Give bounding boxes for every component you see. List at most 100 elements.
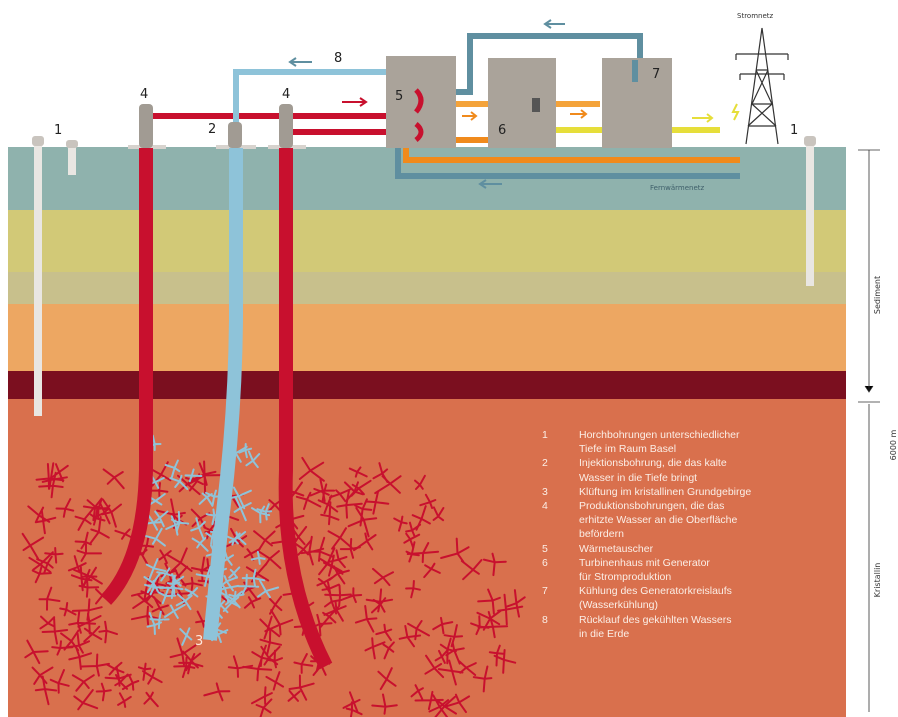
fracture-mark (185, 473, 204, 492)
fracture-mark (256, 503, 273, 521)
fracture-mark (293, 540, 312, 556)
injection-well (203, 122, 256, 641)
fracture-mark (329, 488, 351, 503)
fracture-mark (348, 466, 368, 478)
fracture-mark (300, 535, 325, 566)
fracture-mark (237, 573, 260, 595)
fracture-mark (295, 491, 322, 510)
fracture-mark (182, 576, 203, 591)
fracture-mark (200, 558, 217, 576)
fracture-mark (89, 516, 110, 545)
flow-arrow-icon (692, 113, 714, 123)
label-fernwaermenetz: Fernwärmenetz (650, 184, 705, 192)
fracture-mark (28, 551, 54, 573)
fracture-mark (225, 486, 252, 510)
fracture-mark (49, 669, 70, 694)
fracture-mark (419, 493, 437, 509)
fracture-mark (170, 510, 190, 532)
fracture-mark (68, 646, 92, 670)
fracture-mark (257, 550, 282, 570)
fracture-mark (250, 550, 266, 565)
fracture-mark (104, 666, 132, 687)
fracture-mark (132, 590, 156, 610)
fracture-mark (328, 549, 348, 569)
fracture-mark (403, 532, 421, 549)
fracture-mark (251, 505, 271, 524)
fracture-mark (382, 641, 395, 660)
fracture-mark (268, 595, 283, 615)
fracture-mark (177, 474, 201, 496)
fracture-mark (145, 461, 172, 487)
fracture-mark (51, 463, 69, 483)
fracture-mark (327, 527, 353, 550)
fracture-mark (35, 509, 57, 535)
cooling-pipe-stub (632, 60, 638, 82)
callout-1-right: 1 (790, 123, 798, 138)
fracture-mark (179, 627, 193, 646)
fracture-mark (470, 615, 490, 636)
flow-arrow-icon (570, 109, 588, 119)
fracture-mark (41, 617, 69, 645)
callout-8: 8 (334, 51, 342, 66)
fracture-mark (38, 471, 64, 499)
fracture-mark (405, 580, 421, 599)
fracture-mark (477, 588, 501, 615)
fracture-mark (205, 527, 222, 546)
fracture-mark (434, 648, 450, 664)
fracture-mark (142, 668, 163, 685)
fracture-mark (311, 613, 333, 637)
fracture-mark (77, 612, 102, 635)
fracture-mark (444, 693, 471, 714)
fracture-mark (298, 456, 325, 482)
callout-5: 5 (395, 89, 403, 104)
fracture-mark (320, 501, 340, 526)
fracture-mark (372, 567, 394, 587)
callout-4-left: 4 (140, 87, 148, 102)
fracture-mark (164, 459, 181, 479)
fracture-mark (68, 610, 97, 634)
fracture-mark (117, 692, 132, 708)
fracture-mark (414, 474, 426, 490)
fracture-mark (149, 610, 170, 630)
fracture-mark (342, 587, 363, 604)
fracture-mark (377, 667, 397, 691)
fracture-mark (432, 616, 454, 635)
fracture-mark (225, 532, 241, 546)
fracture-mark (228, 566, 241, 579)
fracture-mark (169, 573, 185, 589)
fracture-mark (60, 629, 80, 652)
callout-7: 7 (652, 67, 660, 82)
fracture-mark (31, 666, 54, 685)
fracture-mark (35, 463, 65, 490)
fracture-mark (345, 701, 363, 717)
fracture-mark (432, 506, 445, 522)
fracture-mark (460, 559, 483, 581)
fracture-mark (81, 568, 98, 587)
fracture-mark (434, 695, 457, 717)
fracture-mark (137, 662, 152, 681)
flow-arrow-icon (478, 179, 502, 189)
fracture-mark (443, 624, 464, 648)
fracture-mark (158, 549, 172, 564)
fracture-mark (71, 674, 95, 692)
fracture-mark (73, 689, 99, 711)
fracture-mark (143, 691, 159, 708)
monitoring-well-left (32, 136, 78, 416)
fracture-mark (102, 468, 125, 490)
fracture-mark (76, 543, 102, 562)
fracture-mark (34, 675, 58, 706)
fracture-mark (245, 450, 261, 469)
fracture-mark (259, 615, 281, 640)
fracture-mark (184, 587, 199, 598)
fracture-mark (55, 498, 75, 518)
production-well-right (268, 104, 333, 670)
fracture-mark (82, 499, 108, 519)
fracture-mark (98, 620, 118, 644)
